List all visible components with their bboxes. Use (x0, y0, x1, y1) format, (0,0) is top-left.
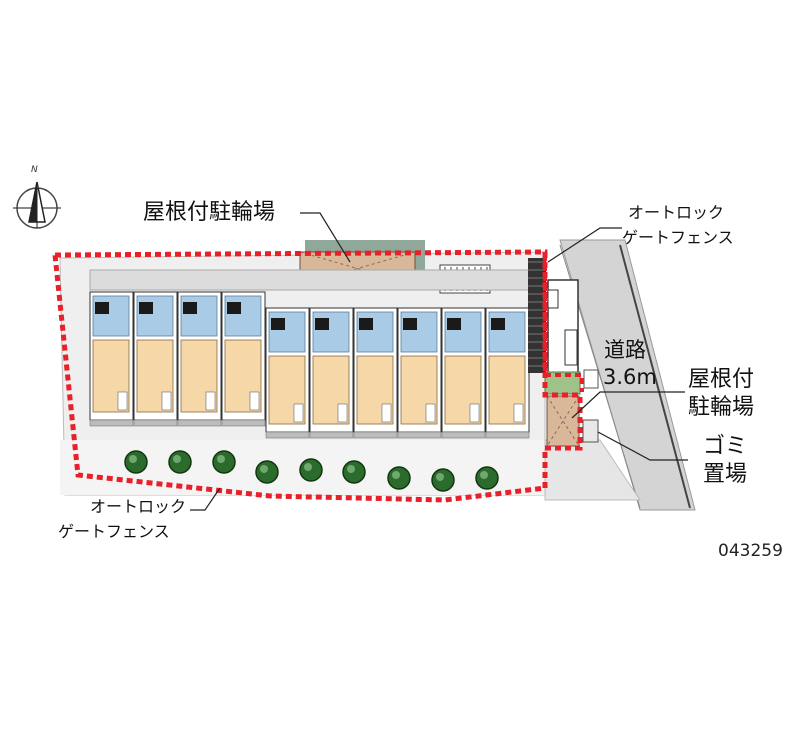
unit-kitchen (95, 302, 109, 314)
tree-icon (431, 468, 455, 492)
gate-box (564, 329, 578, 366)
tree-icon (255, 460, 279, 484)
unit-closet (337, 403, 348, 423)
corridor (89, 269, 531, 291)
roof-diagonal (546, 395, 580, 447)
unit-balcony (133, 419, 178, 427)
unit-closet (513, 403, 524, 423)
property-code: 043259 (718, 541, 783, 561)
leader-autolock-bottom (190, 487, 221, 511)
unit-balcony (485, 431, 530, 439)
bicycle-parking-side-label-line1: 屋根付 (688, 367, 755, 392)
unit-balcony (89, 419, 134, 427)
tree-highlight (173, 455, 181, 463)
apartment-units (89, 291, 530, 439)
roof-diagonal (299, 251, 416, 286)
roof-diagonal (299, 251, 416, 286)
tree-highlight (260, 465, 268, 473)
meter-box (583, 369, 599, 389)
unit-kitchen (403, 318, 417, 330)
trees (124, 450, 499, 492)
unit-kitchen (183, 302, 197, 314)
tree-highlight (480, 471, 488, 479)
tree-highlight (436, 473, 444, 481)
bicycle-parking-top-label: 屋根付駐輪場 (143, 200, 276, 225)
unit-balcony (353, 431, 398, 439)
unit-balcony (221, 419, 266, 427)
unit-kitchen (227, 302, 241, 314)
tree-highlight (129, 455, 137, 463)
unit-closet (293, 403, 304, 423)
gate-box (547, 289, 559, 309)
unit-closet (469, 403, 480, 423)
compass-icon (13, 181, 61, 229)
unit-balcony (309, 431, 354, 439)
unit-closet (161, 391, 172, 411)
tree-icon (124, 450, 148, 474)
tree-highlight (304, 463, 312, 471)
unit-closet (249, 391, 260, 411)
autolock-gate-fence-upper (543, 255, 584, 392)
bicycle-parking-side-label-line2: 駐輪場 (688, 395, 755, 420)
unit-kitchen (271, 318, 285, 330)
unit-closet (381, 403, 392, 423)
tree-icon (342, 460, 366, 484)
garbage-label-line1: ゴミ (703, 434, 748, 459)
unit-closet (425, 403, 436, 423)
garbage-area (582, 419, 599, 443)
tree-icon (387, 466, 411, 490)
entrance-column (528, 258, 546, 373)
leader-garbage (597, 431, 688, 461)
unit-kitchen (315, 318, 329, 330)
tree-highlight (217, 455, 225, 463)
unit-kitchen (491, 318, 505, 330)
unit-kitchen (139, 302, 153, 314)
unit-balcony (397, 431, 442, 439)
leader-autolock-top (547, 227, 622, 263)
tree-icon (168, 450, 192, 474)
unit-kitchen (447, 318, 461, 330)
tree-icon (475, 466, 499, 490)
unit-balcony (177, 419, 222, 427)
autolock-bottom-label-line2: ゲートフェンス (58, 522, 170, 541)
leader-bicycle-parking-side (571, 391, 685, 419)
compass-north-mark: N (31, 165, 38, 175)
tree-icon (212, 450, 236, 474)
roof-diagonal (546, 395, 580, 447)
unit-closet (117, 391, 128, 411)
unit-balcony (265, 431, 310, 439)
unit-closet (205, 391, 216, 411)
autolock-top-label-line1: オートロック (628, 203, 725, 222)
unit-balcony (441, 431, 486, 439)
road-edge (619, 244, 691, 509)
tree-icon (299, 458, 323, 482)
garbage-label-line2: 置場 (703, 462, 748, 487)
tree-highlight (347, 465, 355, 473)
road-width-label: 3.6m (603, 365, 657, 389)
tree-highlight (392, 471, 400, 479)
unit-kitchen (359, 318, 373, 330)
leader-bicycle-parking-top (300, 212, 351, 263)
road-label-line1: 道路 (604, 338, 646, 362)
autolock-bottom-label-line1: オートロック (90, 497, 187, 516)
autolock-top-label-line2: ゲートフェンス (622, 228, 734, 247)
